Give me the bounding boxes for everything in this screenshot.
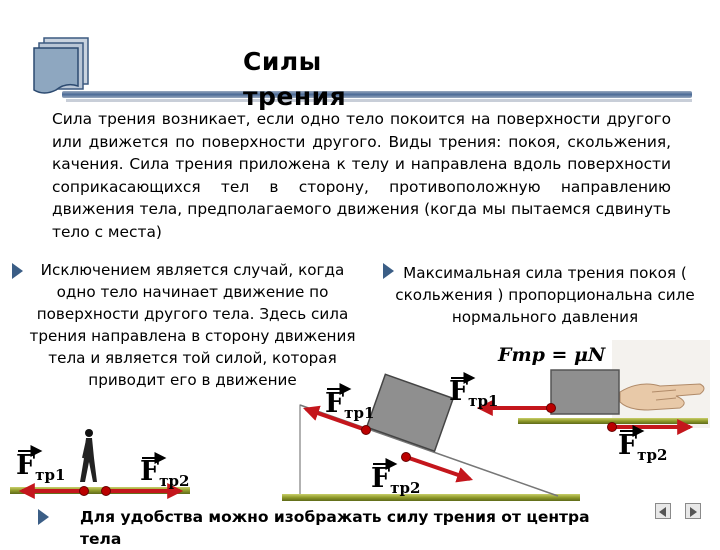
right-ground — [518, 418, 708, 424]
max-friction-paragraph: Максимальная сила трения покоя ( скольже… — [395, 264, 695, 326]
incline-friction-arrow-1 — [302, 405, 367, 432]
triangle-bullet-icon — [38, 509, 49, 525]
incline-contact-point-1 — [361, 425, 371, 435]
left-contact-point-1 — [79, 486, 89, 496]
triangle-bullet-icon — [383, 263, 394, 279]
force-label-left-1: Fтр1 — [16, 450, 66, 484]
nav-prev-icon[interactable] — [655, 503, 671, 519]
left-ground — [10, 487, 190, 494]
force-label-incline-2: Fтр2 — [371, 463, 421, 497]
incline-contact-point-2 — [401, 452, 411, 462]
incline-block — [365, 373, 455, 453]
friction-formula: Fтр = μN — [498, 344, 606, 366]
incline-friction-arrow-2 — [405, 455, 474, 483]
title-underline — [62, 91, 692, 98]
right-contact-point-1 — [546, 403, 556, 413]
hand-pushing-icon — [619, 383, 705, 411]
force-label-incline-1: Fтр1 — [325, 388, 375, 422]
title-underline-shadow — [66, 99, 692, 102]
stacked-pages-icon — [33, 37, 89, 94]
force-label-right-1: Fтр1 — [449, 376, 499, 410]
left-contact-point-2 — [101, 486, 111, 496]
right-contact-point-2 — [607, 422, 617, 432]
intro-paragraph: Сила трения возникает, если одно тело по… — [52, 110, 671, 241]
incline-ground — [282, 494, 580, 501]
exception-paragraph: Исключением является случай, когда одно … — [29, 261, 356, 389]
walking-person-icon — [80, 429, 97, 482]
triangle-bullet-icon — [12, 263, 23, 279]
force-label-right-2: Fтр2 — [618, 430, 668, 464]
force-label-left-2: Fтр2 — [140, 456, 190, 490]
page-title: Силы трения — [243, 47, 347, 111]
nav-next-icon[interactable] — [685, 503, 701, 519]
bottom-note: Для удобства можно изображать силу трени… — [80, 508, 590, 548]
right-block — [550, 369, 620, 415]
